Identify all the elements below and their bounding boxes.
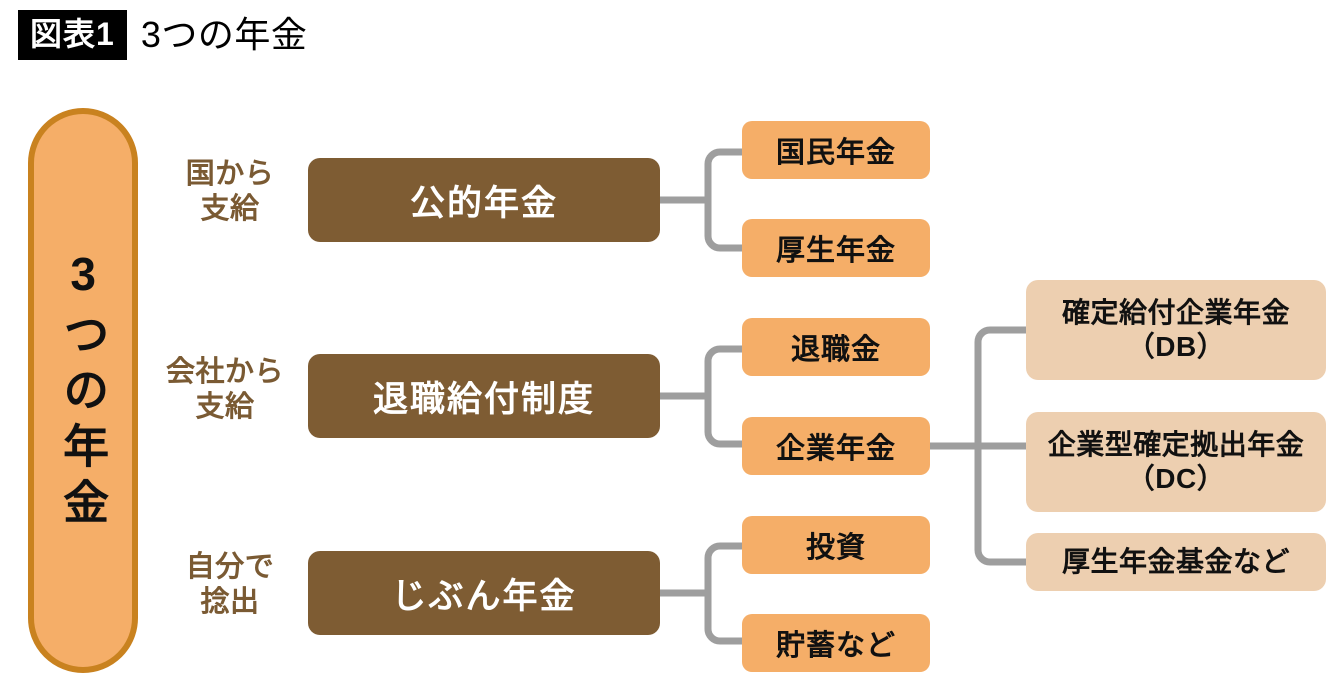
- sub-box-taishokukin: 退職金: [742, 318, 930, 376]
- caption-line-2: 捻出: [200, 586, 260, 619]
- caption-line-2: 支給: [200, 193, 260, 226]
- figure-title-text: 3つの年金: [140, 14, 308, 55]
- caption-self: 自分で 捻出: [155, 550, 305, 621]
- sub-box-kigyo-nenkin: 企業年金: [742, 417, 930, 475]
- caption-company: 会社から 支給: [150, 355, 300, 426]
- caption-line-2: 支給: [195, 391, 255, 424]
- caption-line-1: 国から: [185, 158, 275, 190]
- caption-line-1: 会社から: [165, 356, 284, 388]
- caption-national: 国から 支給: [155, 157, 305, 228]
- caption-line-1: 自分で: [185, 551, 275, 583]
- page-title: 図表1 3つの年金: [18, 10, 307, 60]
- sub-box-kokumin-nenkin: 国民年金: [742, 121, 930, 179]
- leaf-box-db: 確定給付企業年金（DB）: [1026, 280, 1326, 380]
- root-pill-label: 3つの年金: [57, 247, 110, 534]
- main-box-retirement-benefit: 退職給付制度: [308, 354, 660, 438]
- main-box-own-pension: じぶん年金: [308, 551, 660, 635]
- sub-box-kosei-nenkin: 厚生年金: [742, 219, 930, 277]
- sub-box-chochiku: 貯蓄など: [742, 614, 930, 672]
- main-box-public-pension: 公的年金: [308, 158, 660, 242]
- leaf-box-kosei-kikin: 厚生年金基金など: [1026, 533, 1326, 591]
- figure-number-badge: 図表1: [18, 10, 127, 60]
- sub-box-toshi: 投資: [742, 516, 930, 574]
- root-pill: 3つの年金: [28, 108, 138, 673]
- leaf-box-dc: 企業型確定拠出年金（DC）: [1026, 412, 1326, 512]
